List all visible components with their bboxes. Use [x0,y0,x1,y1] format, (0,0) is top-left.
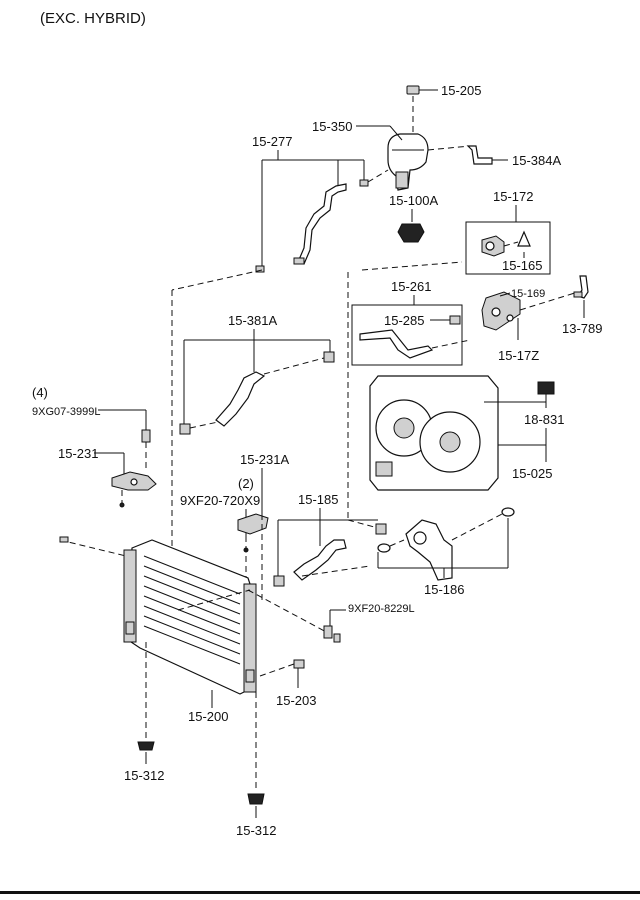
label-15-17z: 15-17Z [498,348,539,363]
overflow-hose [466,145,493,165]
label-9xf20-720x9: 9XF20-720X9 [180,493,260,508]
label-9xf20-8229l: 9XF20-8229L [348,603,415,615]
label-qty-4: (4) [32,385,48,400]
radiator-mount-left [137,741,155,751]
label-15-277: 15-277 [252,134,292,149]
diagram-title: (EXC. HYBRID) [40,10,146,27]
label-15-384a: 15-384A [512,153,561,168]
label-qty-2: (2) [238,476,254,491]
bottom-rule [0,891,640,894]
fan-connector [537,381,555,395]
upper-bracket-right [237,513,269,535]
label-15-312-a: 15-312 [124,768,164,783]
label-15-025: 15-025 [512,466,552,481]
label-18-831: 18-831 [524,412,564,427]
cooling-fan-shroud [369,375,499,491]
upper-radiator-hose [273,523,387,587]
bleeder-screw [449,315,461,325]
label-15-172: 15-172 [493,189,533,204]
label-15-231a: 15-231A [240,452,289,467]
bolt-9xf20-8229l [323,625,341,643]
reservoir-cap [406,85,438,95]
reservoir-hose [255,179,369,273]
o-ring-seal [517,230,531,247]
hose-clamp-b [501,507,515,517]
label-15-205: 15-205 [441,83,481,98]
label-15-231: 15-231 [58,446,98,461]
radiator-core [123,539,257,695]
radiator-mount-right [247,793,265,805]
label-15-381a: 15-381A [228,313,277,328]
drain-plug [59,536,69,543]
fan-hose-part [405,519,453,581]
hose-clamp-a [377,543,391,553]
label-15-100a: 15-100A [389,193,438,208]
label-15-169: 15-169 [511,288,545,300]
small-hose [573,275,589,299]
group-box-15-261 [351,304,463,366]
bypass-hose [359,329,434,359]
label-9xg07-3999l: 9XG07-3999L [32,406,101,418]
label-15-312-b: 15-312 [236,823,276,838]
label-15-285: 15-285 [384,313,424,328]
label-13-789: 13-789 [562,321,602,336]
label-15-350: 15-350 [312,119,352,134]
label-15-186: 15-186 [424,582,464,597]
thermostat-housing [481,291,521,331]
bolt-9xg07 [141,429,151,443]
label-15-261: 15-261 [391,279,431,294]
lower-radiator-hose [179,351,335,435]
bracket-15-203 [293,659,305,669]
label-15-200: 15-200 [188,709,228,724]
temperature-sensor [481,235,505,257]
upper-bracket-left [111,471,157,491]
filler-neck-part [397,223,425,243]
label-15-185: 15-185 [298,492,338,507]
label-15-203: 15-203 [276,693,316,708]
group-box-15-172 [465,221,551,275]
coolant-reservoir [387,133,429,191]
label-15-165: 15-165 [502,258,542,273]
